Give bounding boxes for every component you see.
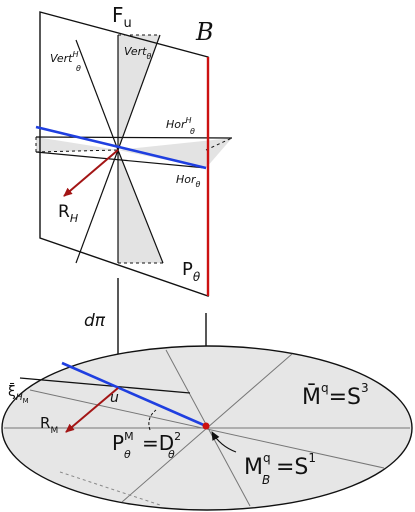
- label-xi: ξ̄HM: [8, 382, 29, 405]
- label-u: u: [110, 390, 119, 406]
- xi-line: [19, 377, 191, 394]
- hor-theta-blue-line: [35, 125, 207, 170]
- mb-leader: [211, 431, 237, 453]
- vert-h-diag-4: [75, 149, 119, 264]
- label-p-sub: θ: [124, 448, 131, 461]
- vert-h-diag-1: [117, 34, 161, 151]
- vert-h-diag-3: [75, 39, 119, 151]
- hor-dash-right: [205, 137, 233, 151]
- label-rm: RM: [40, 414, 58, 436]
- hor-h-line: [35, 136, 233, 139]
- p-leader: [148, 409, 157, 431]
- label-vert-theta: Vertθ: [124, 45, 151, 61]
- label-mbar: M̄q=S3: [302, 381, 369, 410]
- label-hor-theta-h: HorH: [166, 116, 192, 131]
- p-blue-line: [61, 361, 207, 428]
- label-mb: Mq: [244, 451, 271, 480]
- label-p-eq-sub: θ: [168, 448, 175, 461]
- label-mb-eq: =S1: [276, 451, 316, 480]
- label-hor-theta-h-sub: θ: [190, 127, 195, 136]
- label-ptheta: Pθ: [182, 259, 201, 284]
- label-fu: Fu: [112, 3, 132, 31]
- hor-h-line-2: [35, 151, 207, 169]
- label-hor-theta: Horθ: [176, 173, 201, 189]
- vert-h-diag-2: [117, 149, 164, 264]
- label-p-main: PM: [112, 430, 134, 455]
- label-b: B: [195, 18, 214, 46]
- label-vert-theta-h-sub: θ: [76, 64, 81, 73]
- label-mb-sub: B: [262, 473, 270, 487]
- base-point-b: [202, 422, 210, 430]
- hor-shade-right: [118, 138, 232, 168]
- rm-arrow: [65, 387, 119, 433]
- label-dpi: dπ: [84, 311, 106, 331]
- label-p-eq: =D2: [142, 430, 181, 455]
- hor-shade-left: [36, 137, 118, 152]
- hor-dash-left2: [35, 149, 119, 153]
- rh-arrow: [63, 149, 119, 197]
- label-rh: RH: [58, 202, 78, 225]
- label-vert-theta-h: VertH: [50, 50, 79, 65]
